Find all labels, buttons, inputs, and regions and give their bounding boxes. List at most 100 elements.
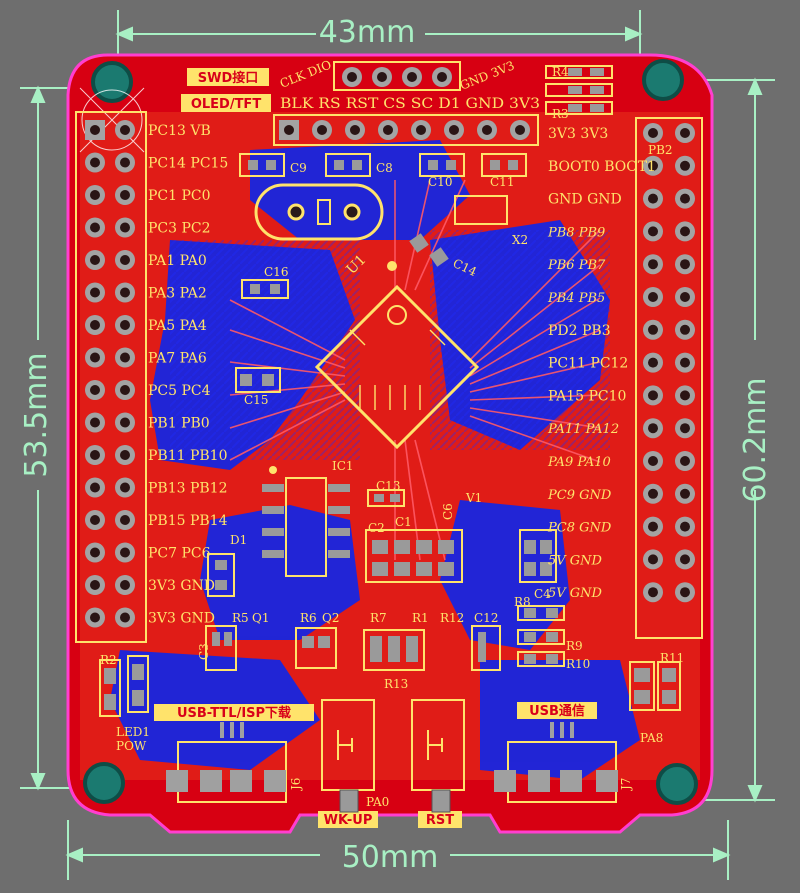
left-header-pins: [85, 120, 135, 628]
left-pin-a-4-hole: [90, 255, 100, 265]
usb-connector-right: [494, 722, 618, 803]
tag-usb-comm: USB通信: [517, 702, 597, 719]
label-c3: C3: [197, 643, 211, 660]
label-j6: J6: [289, 778, 303, 792]
swd-pin-2-hole: [407, 72, 417, 82]
left-pin-label-11: PB13 PB12: [148, 481, 228, 497]
label-led1: LED1: [116, 725, 150, 739]
right-pin-a-0-hole: [648, 128, 658, 138]
right-pin-a-14-hole: [648, 587, 658, 598]
label-q2: Q2: [322, 611, 339, 625]
button-pad-wkup: [339, 789, 359, 813]
label-pa0: PA0: [366, 795, 389, 809]
tag-rst: RST: [418, 811, 462, 828]
left-pin-a-5-hole: [90, 287, 100, 298]
left-pin-a-14-hole: [90, 580, 100, 590]
mount-hole-bl: [83, 762, 125, 804]
left-pin-a-13-hole: [90, 547, 100, 558]
right-pin-a-6-hole: [648, 324, 658, 335]
left-pin-label-13: PC7 PC6: [148, 546, 211, 562]
tag-wkup: WK-UP: [318, 811, 378, 828]
label-r3: R3: [552, 107, 569, 121]
oled-pin-0-hole: [284, 125, 294, 135]
left-pin-a-15-hole: [90, 612, 100, 623]
left-pin-a-11-hole: [90, 482, 100, 493]
label-r9: R9: [566, 639, 583, 653]
oled-pin-4-hole: [416, 125, 426, 135]
right-pin-b-2-hole: [680, 193, 690, 204]
right-pin-a-7-hole: [648, 357, 658, 368]
left-pin-b-14-hole: [120, 580, 130, 590]
label-c9: C9: [290, 161, 307, 175]
label-x2: X2: [512, 233, 528, 247]
label-v1: V1: [465, 491, 482, 505]
right-header-pins: [643, 123, 695, 603]
left-pin-label-1: PC14 PC15: [148, 156, 228, 172]
right-pin-a-1-hole: [648, 160, 658, 171]
right-pin-a-9-hole: [648, 423, 658, 434]
left-pin-a-6-hole: [90, 320, 100, 330]
oled-pin-names: BLK RS RST CS SC D1 GND 3V3: [280, 96, 540, 112]
usb-connector-left: [166, 722, 287, 803]
label-c12: C12: [474, 611, 498, 625]
right-pin-b-11-hole: [680, 488, 690, 499]
right-pin-label-8: PA15 PC10: [548, 388, 626, 404]
label-c8: C8: [376, 161, 393, 175]
left-pin-a-10-hole: [90, 450, 100, 460]
mount-holes: [79, 59, 698, 805]
left-pin-a-12-hole: [90, 515, 100, 525]
oled-pin-2-hole: [350, 125, 360, 135]
right-pin-label-9: PA11 PA12: [547, 422, 619, 437]
label-ic1: IC1: [332, 459, 354, 473]
left-pin-a-9-hole: [90, 417, 100, 428]
oled-pin-1-hole: [317, 125, 327, 135]
right-pin-a-2-hole: [648, 193, 658, 204]
label-q1: Q1: [252, 611, 269, 625]
left-pin-a-3-hole: [90, 222, 100, 233]
label-pow: POW: [116, 739, 147, 753]
svg-text:OLED/TFT: OLED/TFT: [191, 97, 262, 112]
left-pin-b-12-hole: [120, 515, 130, 525]
right-pin-a-12-hole: [648, 521, 658, 532]
left-pin-b-6-hole: [120, 320, 130, 330]
right-pin-a-11-hole: [648, 488, 658, 499]
swd-header-pins: [342, 67, 452, 87]
right-pin-b-13-hole: [680, 554, 690, 565]
oled-pin-6-hole: [482, 125, 492, 135]
swd-pin-0-hole: [347, 72, 357, 82]
label-c1: C1: [395, 515, 412, 529]
label-r2: R2: [100, 653, 117, 667]
tag-usb-ttl: USB-TTL/ISP下载: [154, 704, 314, 721]
left-pin-label-9: PB1 PB0: [148, 416, 210, 432]
label-c2: C2: [368, 521, 385, 535]
left-pin-a-8-hole: [90, 385, 100, 395]
left-pin-b-8-hole: [120, 385, 130, 395]
right-pin-label-0: 3V3 3V3: [548, 126, 608, 142]
right-pin-b-8-hole: [680, 390, 690, 401]
swd-pin-3-hole: [437, 72, 447, 82]
passive-pads: [104, 68, 676, 710]
dim-top: 43mm: [319, 15, 416, 50]
ic1-package: [262, 466, 350, 577]
left-pin-b-10-hole: [120, 450, 130, 460]
left-pin-label-4: PA1 PA0: [148, 253, 207, 269]
left-pin-b-3-hole: [120, 222, 130, 233]
left-pin-label-12: PB15 PB14: [148, 513, 228, 529]
component-labels: C9 C8 C10 C11 C14 X2 C16 C15 IC1 C13 C1 …: [100, 65, 684, 809]
tag-swd: SWD接口: [187, 68, 269, 86]
svg-text:WK-UP: WK-UP: [324, 813, 373, 828]
left-pin-b-13-hole: [120, 547, 130, 558]
left-pin-a-2-hole: [90, 190, 100, 200]
label-r8: R8: [514, 595, 531, 609]
passive-outlines: [99, 65, 681, 717]
mount-hole-br: [656, 763, 698, 805]
right-pin-a-10-hole: [648, 456, 658, 466]
right-pin-a-8-hole: [648, 390, 658, 401]
left-header-outline: [75, 111, 147, 643]
label-r10: R10: [566, 657, 590, 671]
label-d1: D1: [230, 533, 247, 547]
label-j7: J7: [619, 778, 633, 792]
right-pin-a-5-hole: [648, 292, 658, 302]
left-pin-label-5: PA3 PA2: [148, 286, 207, 302]
tag-oled: OLED/TFT: [181, 94, 271, 112]
